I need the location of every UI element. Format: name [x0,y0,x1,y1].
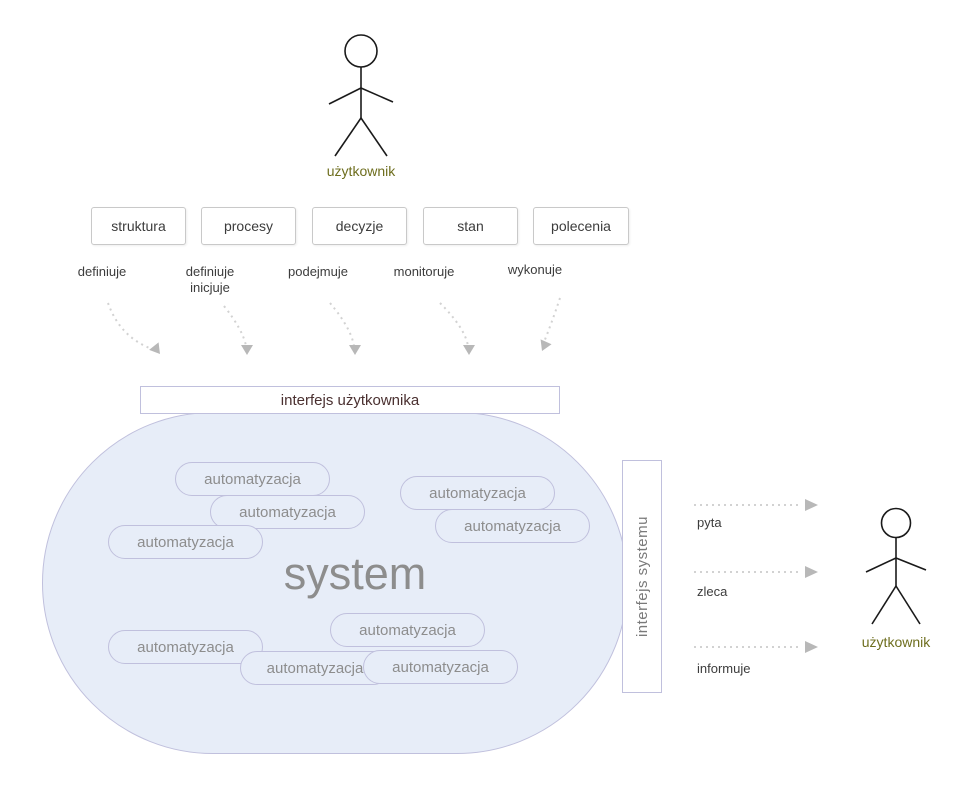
output-label-zleca: zleca [697,584,728,599]
stick-figure-user-top-icon [328,34,394,157]
edge-label-podejmuje: podejmuje [288,264,348,279]
automation-node: automatyzacja [400,476,555,510]
user-interface-box: interfejs użytkownika [140,386,560,414]
output-label-pyta: pyta [697,515,722,530]
node-polecenia: polecenia [533,207,629,245]
system-interface-label: interfejs systemu [633,515,651,638]
node-struktura: struktura [91,207,186,245]
actor-label-right: użytkownik [861,634,931,650]
automation-node: automatyzacja [210,495,365,529]
edge-label-monitoruje: monitoruje [393,264,455,279]
automation-node: automatyzacja [330,613,485,647]
node-procesy: procesy [201,207,296,245]
actor-label-top: użytkownik [326,163,396,179]
edge-label-definiuje-inicjuje: definiuje inicjuje [185,264,235,296]
user-interface-label: interfejs użytkownika [280,391,420,409]
system-interface-box: interfejs systemu [622,460,662,693]
automation-node: automatyzacja [108,630,263,664]
system-blob [42,412,628,754]
automation-node: automatyzacja [175,462,330,496]
stick-figure-user-right-icon [865,507,927,625]
automation-node: automatyzacja [363,650,518,684]
automation-node: automatyzacja [435,509,590,543]
node-stan: stan [423,207,518,245]
output-label-informuje: informuje [697,661,751,676]
system-title: system [283,548,427,599]
edge-label-definiuje: definiuje [77,264,127,279]
edge-label-wykonuje: wykonuje [507,262,563,277]
automation-node: automatyzacja [108,525,263,559]
node-decyzje: decyzje [312,207,407,245]
